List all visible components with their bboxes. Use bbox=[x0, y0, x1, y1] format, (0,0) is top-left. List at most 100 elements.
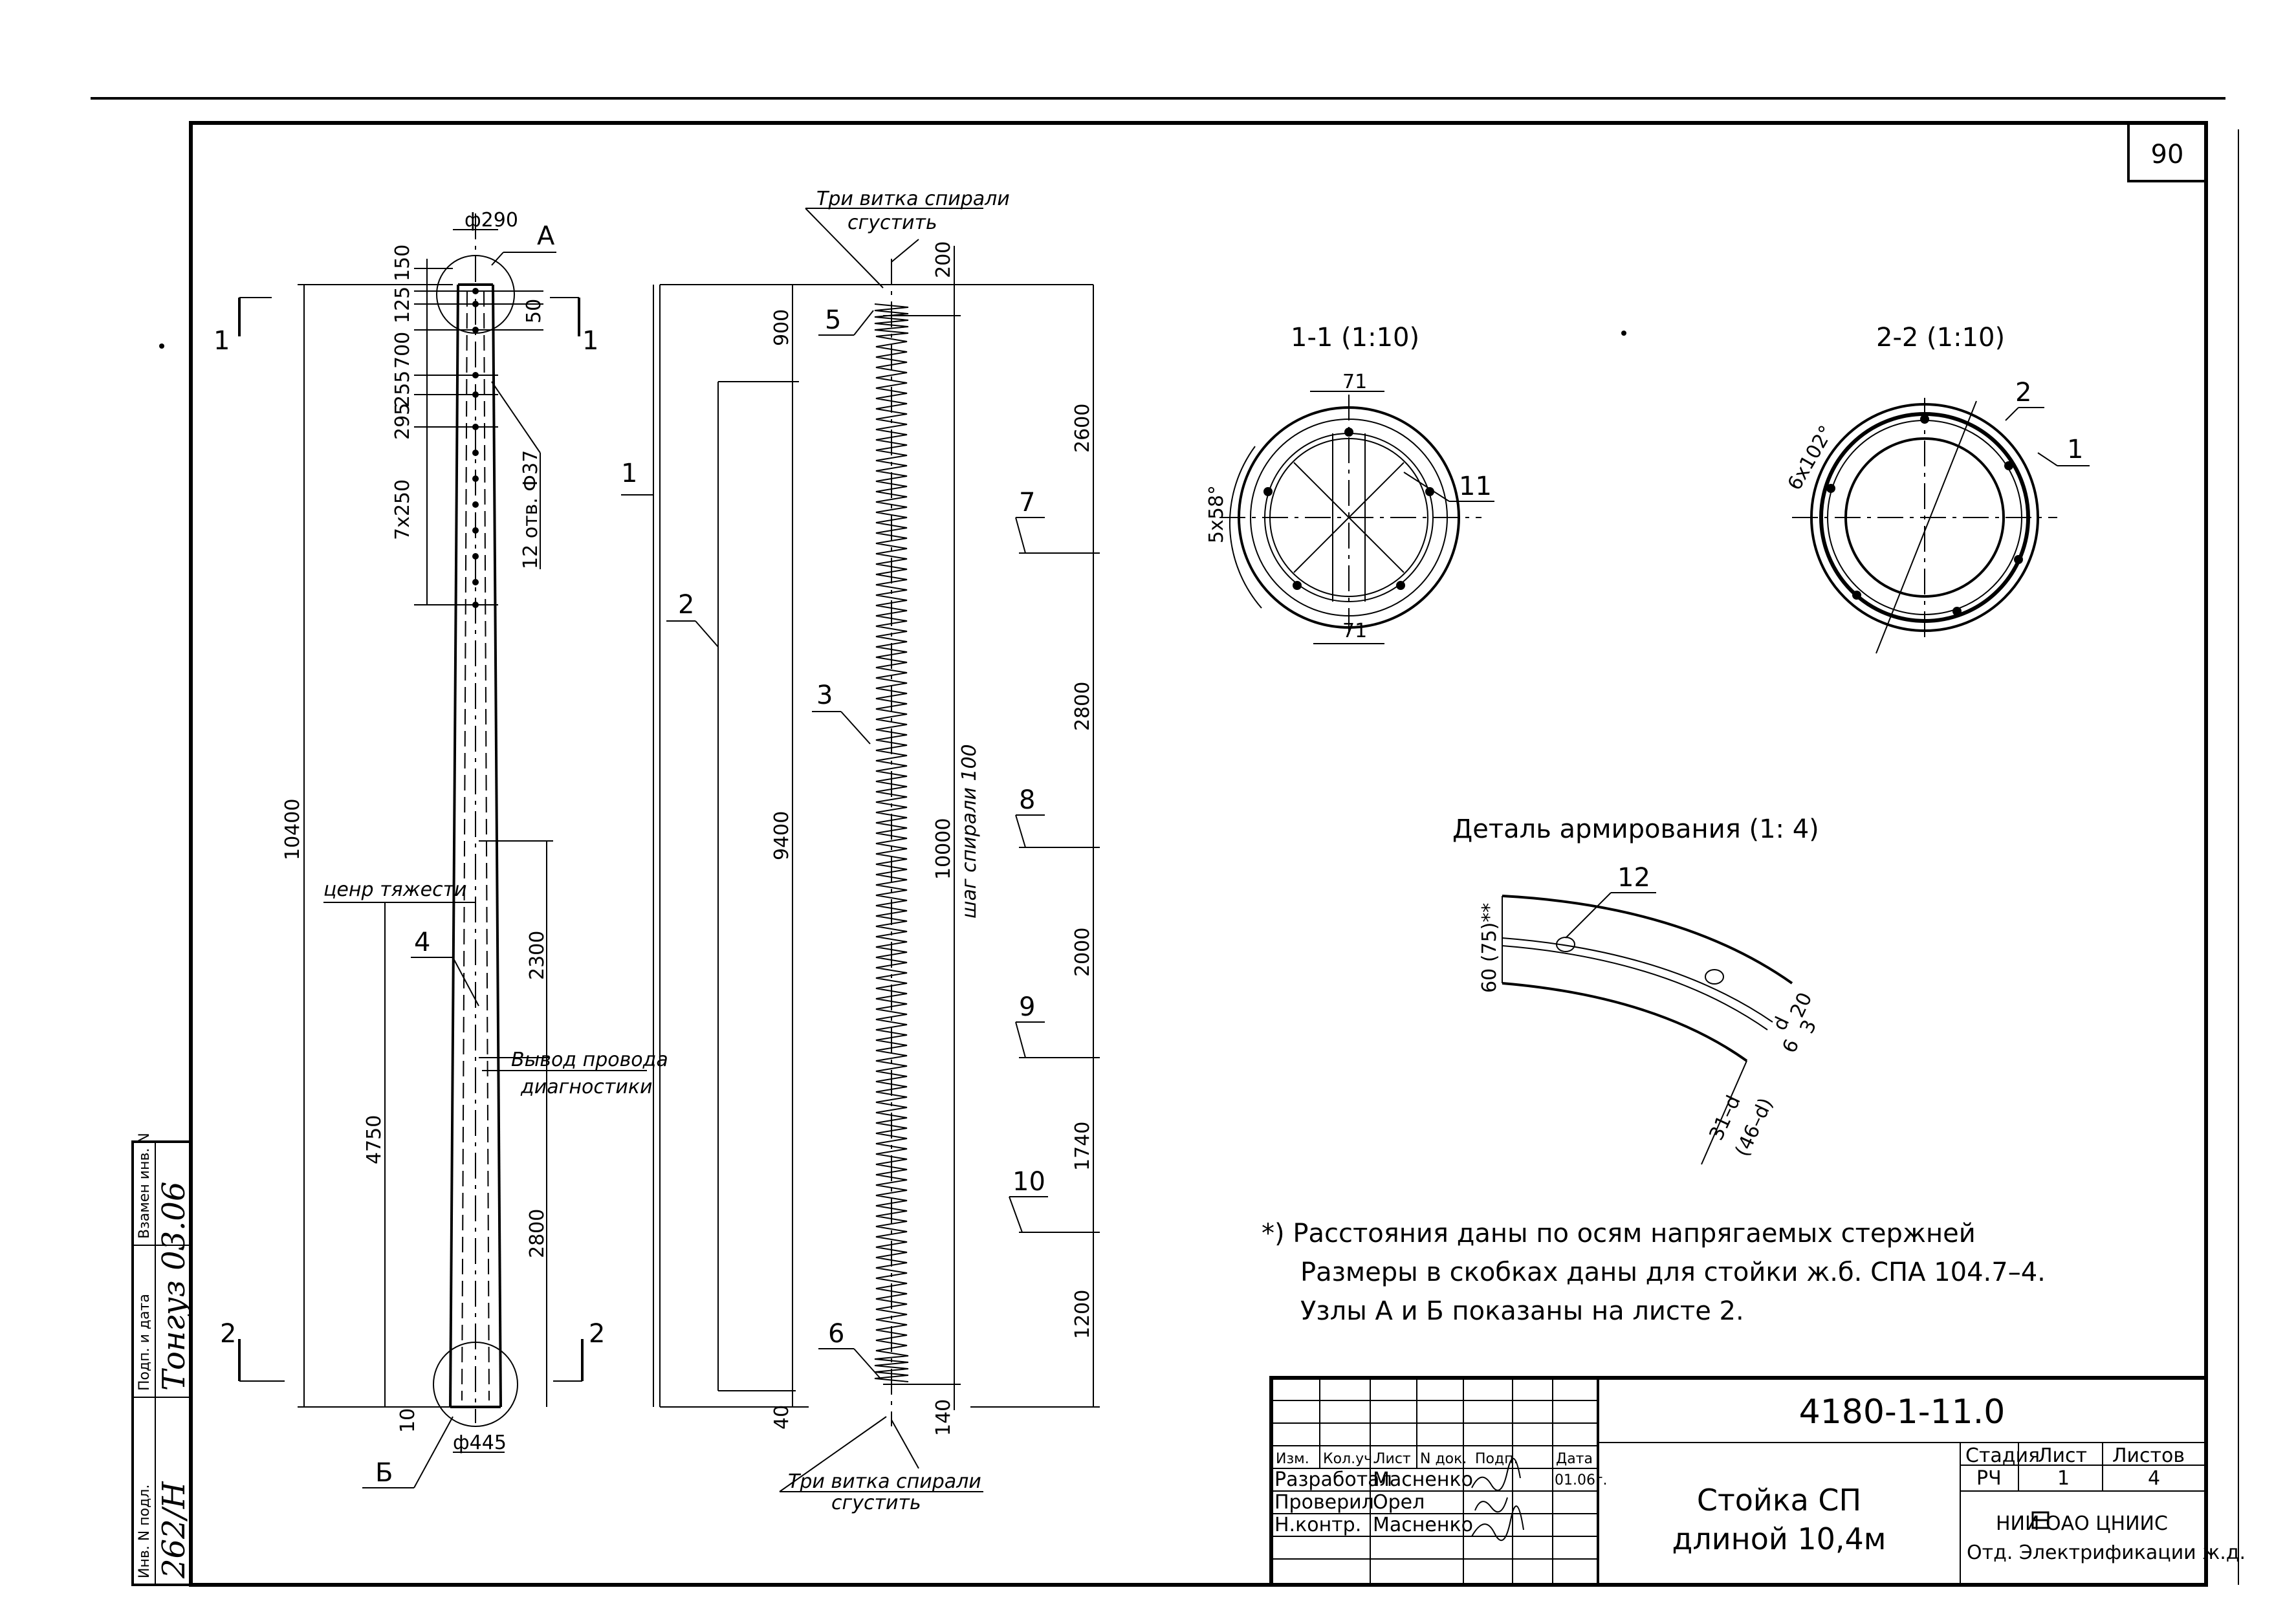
section-2-2-bars bbox=[1826, 415, 2023, 616]
position-1-rod: 1 bbox=[621, 285, 661, 1407]
pole-outline-left bbox=[449, 284, 459, 1408]
pole-inner-line bbox=[461, 290, 468, 1401]
sheet-number: 90 bbox=[2151, 140, 2184, 169]
title-block: Изм. Кол.уч. Лист N док. Подп. Дата Разр… bbox=[1269, 1376, 2246, 1587]
stamp-inv-label: Инв. N подл. bbox=[137, 1485, 153, 1578]
note-line-1: *) Расстояния даны по осям напрягаемых с… bbox=[1262, 1219, 1976, 1248]
section-mark-1: 1 1 bbox=[213, 297, 598, 356]
dim-9400: 9400 bbox=[771, 811, 793, 860]
notes: *) Расстояния даны по осям напрягаемых с… bbox=[1262, 1219, 2046, 1326]
note-line-3: Узлы А и Б показаны на листе 2. bbox=[1300, 1296, 1744, 1326]
row-name-3: Масненко bbox=[1373, 1514, 1473, 1536]
stage-header: Стадия bbox=[1965, 1444, 2040, 1467]
svg-text:2: 2 bbox=[220, 1319, 236, 1349]
pole-outline-right bbox=[492, 284, 502, 1408]
dim-60-75: 60 (75)** bbox=[1478, 903, 1501, 993]
dim-2800: 2800 bbox=[526, 1209, 549, 1258]
pos-1-section-label: 1 bbox=[2067, 435, 2083, 464]
dim-6: 6 bbox=[1778, 1036, 1804, 1056]
signature bbox=[1471, 1457, 1521, 1491]
sheet-number-box bbox=[2127, 122, 2207, 182]
section-1-1-angle: 5х58° bbox=[1205, 485, 1228, 543]
left-margin-stamp: Инв. N подл. Подп. и дата Взамен инв. N … bbox=[131, 1133, 192, 1586]
spiral-reinforcement: Три витка спирали сгустить Три витка спи… bbox=[779, 188, 1100, 1514]
dim-20: 20 bbox=[1786, 989, 1817, 1021]
dim-140: 140 bbox=[932, 1399, 955, 1436]
pos-5-label: 5 bbox=[825, 305, 841, 335]
dim-255: 255 bbox=[391, 371, 414, 408]
dim-200: 200 bbox=[932, 241, 955, 278]
dim-71-bottom: 71 bbox=[1342, 620, 1367, 642]
dim-4750: 4750 bbox=[363, 1115, 386, 1164]
sheets-value: 4 bbox=[2148, 1467, 2160, 1490]
sheet-value: 1 bbox=[2057, 1467, 2070, 1490]
node-b-circle bbox=[433, 1342, 518, 1427]
section-1-1-spokes bbox=[1293, 433, 1405, 602]
stamp-sign-label: Подп. и дата bbox=[137, 1294, 153, 1391]
stage-value: РЧ bbox=[1976, 1467, 2002, 1490]
spiral-bottom-note-1: Три витка спирали bbox=[788, 1470, 981, 1493]
pos-12-label: 12 bbox=[1617, 863, 1650, 893]
row-name-1: Масненко bbox=[1373, 1468, 1473, 1491]
row-date-1: 01.06г. bbox=[1555, 1472, 1608, 1488]
node-a-label: А bbox=[537, 221, 555, 251]
dim-40: 40 bbox=[771, 1405, 793, 1430]
pos-10-label: 10 bbox=[1012, 1167, 1045, 1197]
pos-11-label: 11 bbox=[1459, 472, 1492, 501]
section-1-1-bars bbox=[1263, 428, 1434, 590]
dim-d: d bbox=[1769, 1013, 1795, 1034]
section-mark-2: 2 2 bbox=[220, 1319, 605, 1382]
node-b-label: Б bbox=[375, 1458, 393, 1488]
seg-dim-2600: 2600 bbox=[1071, 404, 1094, 453]
col-date: Дата bbox=[1556, 1451, 1593, 1467]
position-2-rod: 2 900 9400 40 bbox=[660, 284, 1093, 1430]
dim-7x250: 7х250 bbox=[391, 479, 414, 540]
dim-71-top: 71 bbox=[1342, 371, 1367, 393]
title-line-2: длиной 10,4м bbox=[1672, 1521, 1886, 1556]
dim-125: 125 bbox=[391, 287, 414, 323]
org-line-1: НИИ ОАО ЦНИИС bbox=[1996, 1512, 2168, 1535]
section-2-2: 2-2 (1:10) 6х102° 1 2 bbox=[1784, 323, 2090, 654]
seg-dim-2800: 2800 bbox=[1071, 682, 1094, 731]
seg-dim-1200: 1200 bbox=[1071, 1290, 1094, 1339]
col-ndok: N док. bbox=[1420, 1451, 1467, 1467]
sheet-header: Лист bbox=[2038, 1444, 2087, 1467]
spiral-bottom-note-2: сгустить bbox=[831, 1492, 921, 1514]
hole-marks bbox=[414, 259, 543, 605]
dim-2300: 2300 bbox=[526, 931, 549, 980]
pos-2-section-label: 2 bbox=[2015, 378, 2031, 408]
col-kol: Кол.уч. bbox=[1323, 1451, 1377, 1467]
pole-elevation: ф290 А ф445 Б 150 bbox=[213, 209, 668, 1488]
dim-10000: 10000 bbox=[932, 818, 955, 880]
note-line-2: Размеры в скобках даны для стойки ж.б. С… bbox=[1300, 1258, 2046, 1287]
wire-label-2: диагностики bbox=[520, 1076, 652, 1098]
dim-3: 3 bbox=[1796, 1016, 1822, 1037]
svg-text:1: 1 bbox=[582, 326, 598, 356]
row-role-3: Н.контр. bbox=[1274, 1514, 1361, 1536]
document-code: 4180-1-11.0 bbox=[1799, 1393, 2006, 1432]
dim-700: 700 bbox=[391, 332, 414, 369]
pos-1-label: 1 bbox=[621, 459, 637, 488]
row-role-1: Разработал bbox=[1274, 1468, 1392, 1491]
detail-title: Деталь армирования (1: 4) bbox=[1452, 814, 1819, 844]
spiral-pitch: шаг спирали 100 bbox=[958, 744, 981, 919]
holes-note: 12 отв. Ф37 bbox=[519, 450, 542, 569]
reinforcement-detail: Деталь армирования (1: 4) 12 60 (75)** 2… bbox=[1452, 814, 1822, 1165]
signature bbox=[1474, 1497, 1508, 1513]
dim-150: 150 bbox=[391, 245, 414, 281]
sheets-header: Листов bbox=[2112, 1444, 2185, 1467]
stamp-replace-label: Взамен инв. N bbox=[137, 1133, 153, 1239]
dim-10: 10 bbox=[397, 1408, 419, 1433]
seg-dim-2000: 2000 bbox=[1071, 928, 1094, 977]
svg-text:2: 2 bbox=[589, 1319, 605, 1349]
top-diameter: ф290 bbox=[465, 209, 518, 232]
pos-4-label: 4 bbox=[414, 928, 430, 957]
pole-inner-line bbox=[483, 290, 490, 1401]
col-list: Лист bbox=[1375, 1451, 1411, 1467]
row-name-2: Орел bbox=[1373, 1491, 1425, 1514]
stamp-sign-value: Тонгуз 03.06 bbox=[156, 1182, 192, 1391]
pos-8-label: 8 bbox=[1019, 785, 1035, 815]
row-role-2: Проверил bbox=[1274, 1491, 1374, 1514]
svg-text:1: 1 bbox=[213, 326, 230, 356]
section-1-1-title: 1-1 (1:10) bbox=[1291, 323, 1419, 353]
